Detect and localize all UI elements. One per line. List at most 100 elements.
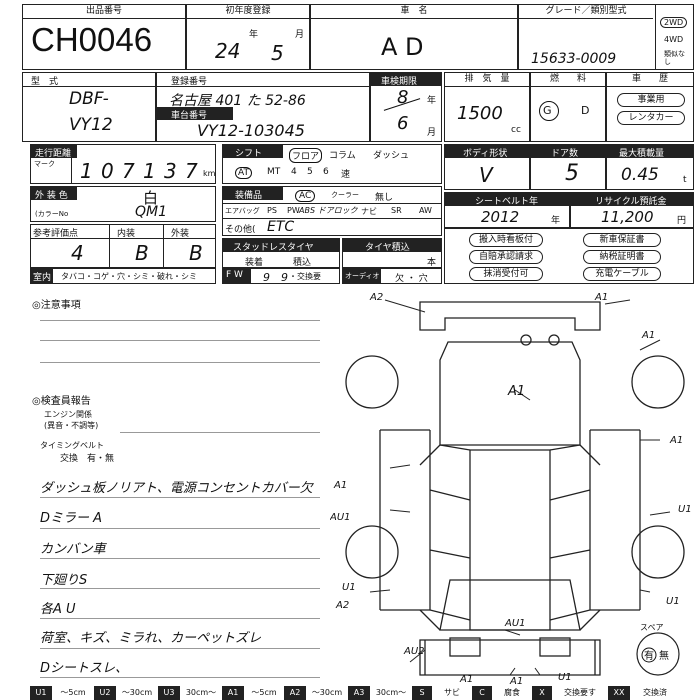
doc-charge-cable[interactable]: 充電ケーブル [583, 267, 661, 281]
mark-right-door: A1 [669, 435, 683, 446]
equip-sr[interactable]: SR [391, 206, 402, 215]
doc-warranty[interactable]: 新車保証書 [583, 233, 661, 247]
note-item: 下廻りS [40, 573, 88, 588]
shift-column[interactable]: コラム [329, 151, 356, 161]
doc-signboard[interactable]: 搬入時看板付 [469, 233, 543, 247]
engine-label: エンジン関係 [44, 410, 92, 419]
body-label: ボディ形状 [463, 149, 508, 159]
seatbelt-cell: シートベルト年 2012 年 [444, 192, 570, 228]
shift-5[interactable]: 5 [307, 167, 313, 177]
mark-left-rear1: U1 [342, 582, 356, 593]
grade-label: グレード／類別型式 [519, 5, 653, 19]
mark-left-rear2: A2 [335, 600, 349, 611]
doc-insurance[interactable]: 自賠承認請求 [469, 250, 543, 264]
equip-none[interactable]: 無し [375, 193, 394, 203]
other-label: その他( [225, 225, 256, 235]
studless-cell: スタッドレスタイヤ 装着 積込 [222, 238, 340, 268]
interior-value: B [135, 241, 149, 265]
history-rental[interactable]: レンタカー [617, 111, 685, 125]
color-cell: 外 装 色 白 (カラーNo QM1 [30, 186, 216, 222]
engine-sub: (異音・不調等) [44, 421, 99, 430]
recycle-value: 11,200 [601, 208, 654, 226]
roof [469, 449, 551, 631]
model-value-2: VY12 [69, 115, 113, 135]
color-label: 外 装 色 [35, 191, 68, 201]
displacement-value: 1500 [457, 103, 503, 124]
shift-at[interactable]: AT [235, 167, 252, 179]
equipment-cell: 装備品 AC クーラー 無し エアバッグ PS PW ABS ドアロック ナビ … [222, 186, 442, 236]
shift-dash[interactable]: ダッシュ [373, 151, 410, 161]
spare-no: 無 [659, 649, 669, 662]
capacity-value: 0.45 [621, 165, 659, 185]
mark-top-left: A2 [369, 292, 383, 303]
chassis-value: VY12-103045 [197, 121, 305, 140]
mark-left-mid: AU1 [330, 512, 351, 523]
fuel-cell: 燃 料 G D [530, 72, 606, 142]
mark-bottom-mid2: A1 [509, 676, 523, 685]
recycle-cell: リサイクル預託金 11,200 円 [570, 192, 694, 228]
displacement-cell: 排 気 量 1500 cc [444, 72, 530, 142]
mileage-digit: 7 [122, 159, 135, 183]
legend-key: C [472, 686, 492, 700]
doc-cancel[interactable]: 抹消受付可 [469, 267, 543, 281]
displacement-label: 排 気 量 [445, 73, 529, 87]
fuel-d: D [581, 104, 590, 117]
equip-aw[interactable]: AW [419, 206, 432, 215]
inspector-title: ◎検査員報告 [32, 396, 91, 407]
mileage-digit: 3 [164, 159, 177, 183]
seatbelt-value: 2012 [481, 208, 520, 226]
legend-value: サビ [444, 688, 460, 697]
equip-airbag[interactable]: エアバッグ [225, 207, 260, 215]
equip-navi[interactable]: ナビ [361, 207, 377, 216]
rear-right-wheel [631, 525, 685, 579]
stud-loaded[interactable]: 積込 [293, 258, 312, 268]
legend-key: A3 [348, 686, 370, 700]
equip-cooler[interactable]: クーラー [331, 191, 359, 199]
equip-ps[interactable]: PS [267, 206, 277, 215]
legend-key: U2 [94, 686, 116, 700]
drive-type-column: 2WD 4WD 類似なし [655, 5, 696, 69]
shift-4[interactable]: 4 [291, 167, 297, 177]
timing-label: タイミングベルト [40, 441, 104, 450]
inspection-month: 6 [397, 113, 409, 134]
seatbelt-label: シートベルト年 [475, 197, 539, 207]
recycle-label: リサイクル預託金 [595, 197, 667, 207]
exterior-value: B [189, 241, 203, 265]
mileage-label: 走行距離 [35, 149, 72, 159]
color-value: 白 [143, 189, 159, 207]
year-unit: 年 [249, 30, 259, 40]
grade-value: 15633-0009 [531, 51, 617, 67]
doc-tax[interactable]: 納税証明書 [583, 250, 661, 264]
shift-cell: シフト フロア コラム ダッシュ AT MT 4 5 6 速 [222, 144, 442, 184]
doors-cell: ドア数 5 [530, 144, 606, 190]
lot-number: CH0046 [31, 21, 153, 58]
equip-pw[interactable]: PW [287, 206, 300, 215]
grade-cell: グレード／類別型式 15633-0009 2WD 4WD 類似なし [518, 4, 694, 70]
shift-6[interactable]: 6 [323, 167, 329, 177]
shift-label: シフト [235, 149, 263, 159]
mark-label: マーク [34, 160, 55, 168]
mileage-digits: 1 0 7 1 3 7 [71, 157, 202, 183]
legend-value: 30cm〜 [185, 688, 217, 697]
shift-mt[interactable]: MT [267, 167, 281, 177]
history-business[interactable]: 事業用 [617, 93, 685, 107]
doors-value: 5 [565, 161, 579, 186]
drive-2wd: 2WD [660, 17, 688, 28]
car-name-cell: 車 名 A D [310, 4, 518, 70]
inspection-year-unit: 年 [427, 96, 437, 106]
cabin-cell: 室内 タバコ・コゲ・穴・シミ・破れ・シミ [30, 268, 216, 284]
mark-right-mid: U1 [678, 504, 692, 515]
shift-floor[interactable]: フロア [289, 148, 323, 163]
fw-suffix: ・交換要 [289, 272, 321, 281]
legend-value: 〜5cm [60, 688, 86, 697]
right-side [549, 430, 591, 621]
note-item: Dシートスレ、 [40, 661, 129, 676]
mileage-digit: 1 [143, 159, 156, 183]
stud-installed[interactable]: 装着 [245, 258, 264, 268]
equip-ac[interactable]: AC [295, 190, 316, 202]
fuel-g-circle[interactable] [539, 101, 559, 121]
rear-left-wheel [345, 525, 399, 579]
legend-value: 腐食 [504, 688, 520, 697]
mark-hood-right: A1 [641, 330, 655, 341]
score-value: 4 [71, 241, 84, 265]
